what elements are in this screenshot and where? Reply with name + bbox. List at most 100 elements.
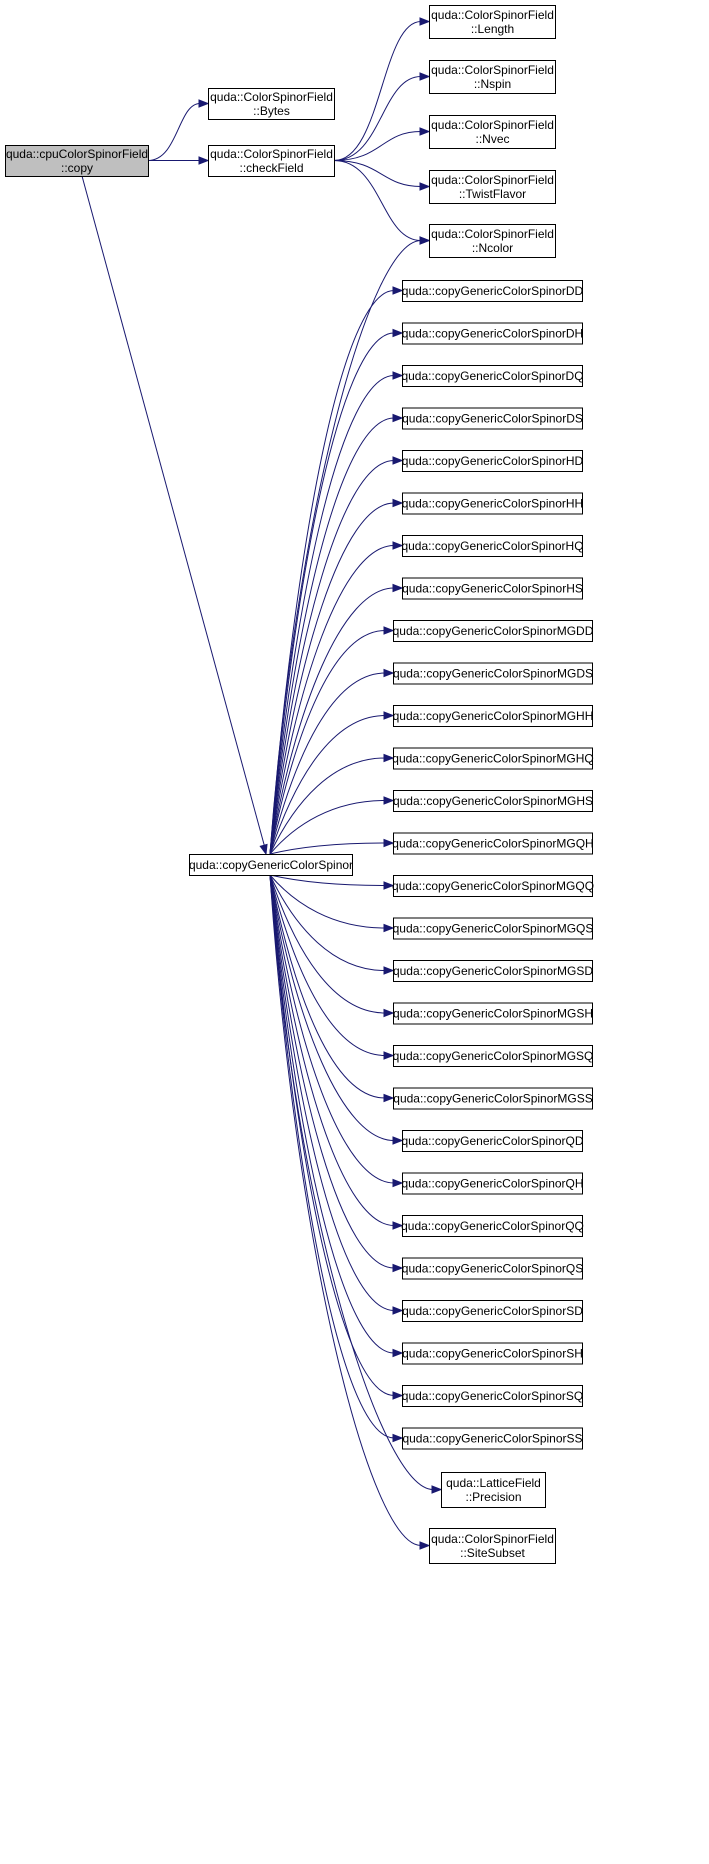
node-SQ[interactable]: quda::copyGenericColorSpinorSQ: [402, 1385, 583, 1407]
arrowhead-cgcs-to-QQ: [392, 1221, 404, 1230]
node-QQ[interactable]: quda::copyGenericColorSpinorQQ: [401, 1215, 584, 1237]
node-ncolor[interactable]: quda::ColorSpinorField::Ncolor: [429, 224, 556, 258]
node-label: quda::ColorSpinorField: [431, 63, 554, 77]
node-root[interactable]: quda::cpuColorSpinorField::copy: [5, 145, 149, 177]
node-label: quda::copyGenericColorSpinor: [189, 858, 353, 872]
node-label: quda::copyGenericColorSpinorMGDS: [393, 667, 593, 681]
node-label: quda::copyGenericColorSpinorDD: [402, 284, 584, 298]
node-box: [393, 662, 593, 685]
edge-cgcs-to-QS: [269, 874, 395, 1269]
node-label: ::TwistFlavor: [459, 187, 526, 201]
arrowhead-cgcs-to-MGHH: [383, 711, 395, 720]
node-MGQS[interactable]: quda::copyGenericColorSpinorMGQS: [393, 917, 594, 940]
edge-cgcs-to-SD: [269, 874, 395, 1311]
edge-cgcs-to-MGQS: [269, 874, 386, 929]
node-QS[interactable]: quda::copyGenericColorSpinorQS: [402, 1257, 583, 1280]
node-DD[interactable]: quda::copyGenericColorSpinorDD: [402, 280, 584, 302]
node-label: quda::copyGenericColorSpinorMGHH: [393, 709, 594, 723]
node-box: [393, 747, 593, 770]
node-label: quda::ColorSpinorField: [431, 118, 554, 132]
arrowhead-cgcs-to-siteSubset: [419, 1541, 431, 1550]
node-bytes[interactable]: quda::ColorSpinorField::Bytes: [208, 88, 335, 120]
edge-cgcs-to-HD: [269, 460, 395, 855]
node-nvec[interactable]: quda::ColorSpinorField::Nvec: [429, 115, 556, 149]
node-box: [5, 145, 149, 177]
node-MGSD[interactable]: quda::copyGenericColorSpinorMGSD: [393, 960, 593, 982]
edge-cgcs-to-siteSubset: [269, 874, 422, 1546]
arrowhead-cgcs-to-MGQQ: [383, 881, 395, 890]
node-HQ[interactable]: quda::copyGenericColorSpinorHQ: [401, 535, 584, 557]
arrowhead-cgcs-to-HD: [392, 456, 404, 465]
node-QH[interactable]: quda::copyGenericColorSpinorQH: [401, 1172, 584, 1195]
node-SD[interactable]: quda::copyGenericColorSpinorSD: [402, 1300, 583, 1322]
arrowhead-cgcs-to-SQ: [392, 1391, 404, 1400]
edge-cgcs-to-DQ: [269, 375, 395, 855]
arrowhead-cgcs-to-DS: [392, 413, 404, 423]
node-box: [402, 492, 583, 515]
node-label: quda::ColorSpinorField: [210, 90, 333, 104]
arrowhead-cgcs-to-SH: [392, 1348, 404, 1358]
node-box: [208, 145, 335, 177]
node-box: [402, 407, 583, 430]
node-precision[interactable]: quda::LatticeField::Precision: [441, 1472, 546, 1508]
node-label: quda::ColorSpinorField: [210, 147, 333, 161]
node-MGDD[interactable]: quda::copyGenericColorSpinorMGDD: [393, 620, 594, 642]
arrowhead-checkField-to-twistFlavor: [419, 182, 431, 191]
node-label: quda::ColorSpinorField: [431, 227, 554, 241]
edge-cgcs-to-HQ: [269, 545, 395, 855]
node-label: quda::copyGenericColorSpinorSH: [402, 1347, 583, 1361]
arrowhead-root-to-cgcs: [259, 843, 268, 856]
node-DS[interactable]: quda::copyGenericColorSpinorDS: [402, 407, 583, 430]
node-MGSQ[interactable]: quda::copyGenericColorSpinorMGSQ: [393, 1045, 594, 1067]
node-MGHH[interactable]: quda::copyGenericColorSpinorMGHH: [393, 705, 594, 727]
node-QD[interactable]: quda::copyGenericColorSpinorQD: [401, 1130, 584, 1152]
edge-checkField-to-length: [333, 21, 422, 161]
node-HS[interactable]: quda::copyGenericColorSpinorHS: [402, 577, 583, 600]
arrowhead-cgcs-to-HH: [392, 498, 404, 508]
node-box: [429, 170, 556, 204]
node-SS[interactable]: quda::copyGenericColorSpinorSS: [402, 1427, 583, 1450]
node-cgcs[interactable]: quda::copyGenericColorSpinor: [189, 854, 353, 876]
edge-cgcs-to-DH: [269, 332, 395, 855]
edge-cgcs-to-SS: [269, 874, 395, 1439]
node-MGDS[interactable]: quda::copyGenericColorSpinorMGDS: [393, 662, 593, 685]
node-MGQH[interactable]: quda::copyGenericColorSpinorMGQH: [392, 832, 594, 855]
node-DH[interactable]: quda::copyGenericColorSpinorDH: [402, 322, 583, 345]
node-MGSS[interactable]: quda::copyGenericColorSpinorMGSS: [393, 1087, 593, 1110]
node-label: quda::copyGenericColorSpinorMGQH: [392, 837, 593, 851]
node-HH[interactable]: quda::copyGenericColorSpinorHH: [402, 492, 583, 515]
node-SH[interactable]: quda::copyGenericColorSpinorSH: [402, 1342, 583, 1365]
node-MGHQ[interactable]: quda::copyGenericColorSpinorMGHQ: [392, 747, 594, 770]
node-DQ[interactable]: quda::copyGenericColorSpinorDQ: [401, 365, 584, 387]
node-box: [429, 1528, 556, 1564]
node-box: [393, 1045, 593, 1067]
node-MGQQ[interactable]: quda::copyGenericColorSpinorMGQQ: [392, 875, 594, 897]
node-MGSH[interactable]: quda::copyGenericColorSpinorMGSH: [393, 1002, 593, 1025]
edge-cgcs-to-MGQQ: [269, 874, 386, 886]
node-label: ::Precision: [465, 1490, 521, 1504]
node-label: quda::copyGenericColorSpinorMGQS: [393, 922, 594, 936]
node-length[interactable]: quda::ColorSpinorField::Length: [429, 5, 556, 39]
arrowhead-cgcs-to-QH: [392, 1178, 404, 1188]
edge-checkField-to-nspin: [333, 76, 422, 161]
arrowhead-cgcs-to-HQ: [392, 541, 404, 550]
node-box: [402, 535, 583, 557]
node-twistFlavor[interactable]: quda::ColorSpinorField::TwistFlavor: [429, 170, 556, 204]
node-nspin[interactable]: quda::ColorSpinorField::Nspin: [429, 60, 556, 94]
node-label: ::checkField: [239, 161, 303, 175]
edge-root-to-bytes: [147, 103, 201, 161]
node-label: quda::copyGenericColorSpinorHS: [402, 582, 583, 596]
node-box: [402, 577, 583, 600]
arrowhead-cgcs-to-MGSH: [383, 1008, 395, 1018]
edge-cgcs-to-MGHQ: [269, 757, 386, 855]
edge-cgcs-to-QD: [269, 874, 395, 1141]
edge-cgcs-to-DS: [269, 417, 395, 855]
node-label: quda::copyGenericColorSpinorQQ: [401, 1219, 584, 1233]
node-MGHS[interactable]: quda::copyGenericColorSpinorMGHS: [393, 790, 593, 812]
edge-cgcs-to-DD: [269, 290, 395, 855]
node-checkField[interactable]: quda::ColorSpinorField::checkField: [208, 145, 335, 177]
node-siteSubset[interactable]: quda::ColorSpinorField::SiteSubset: [429, 1528, 556, 1564]
node-HD[interactable]: quda::copyGenericColorSpinorHD: [402, 450, 584, 472]
node-box: [402, 1385, 583, 1407]
node-label: quda::copyGenericColorSpinorMGQQ: [392, 879, 594, 893]
